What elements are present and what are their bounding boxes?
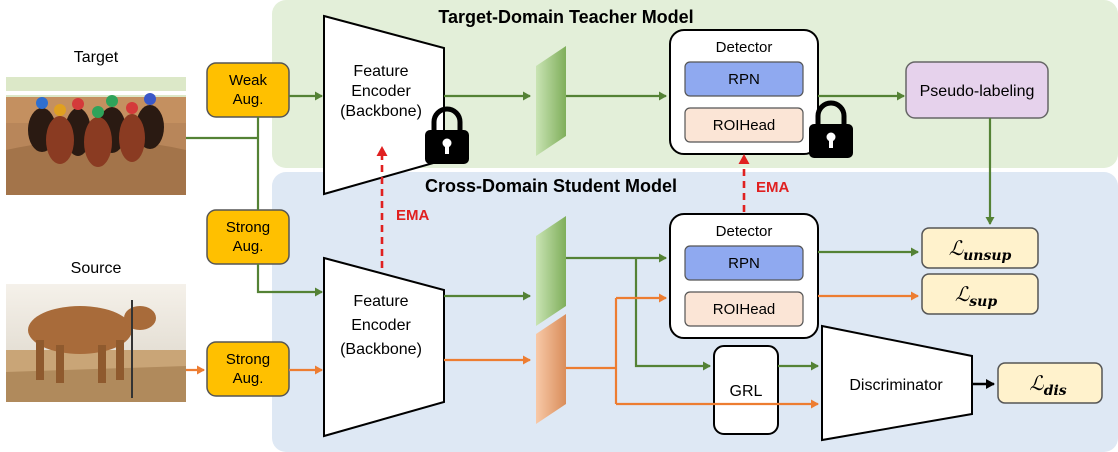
ema-arrows — [376, 146, 750, 268]
lock-icon — [425, 106, 469, 164]
ema-label-right: EMA — [756, 179, 790, 196]
strong-aug-target-box: Strong Aug. — [206, 209, 290, 265]
orange-flow-arrows — [186, 291, 919, 409]
target-label: Target — [74, 49, 119, 66]
loss-unsup-box: ℒunsup — [921, 227, 1039, 269]
svg-text:Aug.: Aug. — [233, 91, 264, 108]
pseudo-labeling-box: Pseudo-labeling — [905, 61, 1049, 119]
svg-text:Encoder: Encoder — [351, 317, 411, 334]
loss-sup-box: ℒsup — [921, 273, 1039, 315]
student-detector: Detector RPN ROIHead — [669, 213, 819, 339]
teacher-feature-encoder: Feature Encoder (Backbone) — [323, 14, 445, 196]
svg-text:Strong: Strong — [226, 351, 270, 368]
green-flow-arrows — [186, 91, 995, 371]
teacher-roihead — [684, 107, 804, 143]
svg-text:ℒsup: ℒsup — [955, 282, 997, 310]
teacher-detector: Detector RPN ROIHead — [669, 29, 819, 155]
svg-text:RPN: RPN — [728, 71, 760, 88]
target-image — [6, 77, 186, 195]
student-feature-encoder: Feature Encoder (Backbone) — [323, 256, 445, 438]
student-rpn — [684, 245, 804, 281]
loss-dis-box: ℒdis — [997, 362, 1103, 404]
svg-text:ℒunsup: ℒunsup — [949, 236, 1012, 264]
svg-text:Discriminator: Discriminator — [849, 377, 943, 394]
svg-text:ℒdis: ℒdis — [1029, 371, 1067, 399]
weak-aug-box: Weak Aug. — [206, 62, 290, 118]
svg-text:Detector: Detector — [716, 223, 773, 240]
source-image — [6, 284, 186, 402]
svg-text:RPN: RPN — [728, 255, 760, 272]
student-source-feature-map — [536, 314, 566, 424]
student-title: Cross-Domain Student Model — [425, 176, 677, 196]
svg-text:Detector: Detector — [716, 39, 773, 56]
lock-icon — [809, 100, 853, 158]
svg-text:Pseudo-labeling: Pseudo-labeling — [920, 83, 1035, 100]
svg-text:Aug.: Aug. — [233, 370, 264, 387]
ema-label-left: EMA — [396, 207, 430, 224]
svg-text:Strong: Strong — [226, 219, 270, 236]
student-roihead — [684, 291, 804, 327]
svg-text:(Backbone): (Backbone) — [340, 341, 422, 358]
grl-box: GRL — [713, 345, 779, 435]
svg-text:ROIHead: ROIHead — [713, 117, 776, 134]
student-target-feature-map — [536, 216, 566, 326]
svg-text:Aug.: Aug. — [233, 238, 264, 255]
svg-text:(Backbone): (Backbone) — [340, 103, 422, 120]
teacher-rpn — [684, 61, 804, 97]
svg-text:Encoder: Encoder — [351, 83, 411, 100]
svg-text:Feature: Feature — [353, 63, 408, 80]
teacher-title: Target-Domain Teacher Model — [438, 7, 693, 27]
discriminator: Discriminator — [821, 324, 973, 442]
svg-text:Weak: Weak — [229, 72, 268, 89]
svg-text:ROIHead: ROIHead — [713, 301, 776, 318]
svg-text:GRL: GRL — [730, 383, 763, 400]
strong-aug-source-box: Strong Aug. — [206, 341, 290, 397]
svg-text:Feature: Feature — [353, 293, 408, 310]
source-label: Source — [71, 260, 122, 277]
teacher-feature-map — [536, 46, 566, 156]
